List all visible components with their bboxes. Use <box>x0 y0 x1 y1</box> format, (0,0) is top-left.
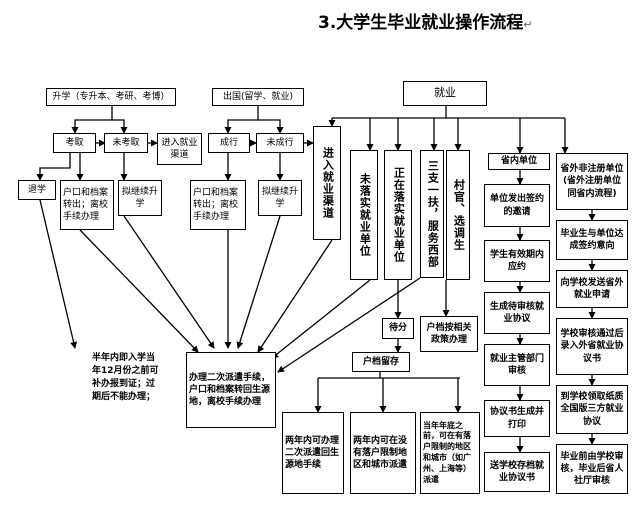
two-years-unrestricted-box: 两年内可在没有落户限制地区和城市派遣 <box>350 412 416 494</box>
continue-study-label-1: 拟继续升学 <box>121 186 158 209</box>
paragraph-mark: ↵ <box>523 18 533 31</box>
two-years-origin-label: 两年内可办理二次派遣回生源地手续 <box>285 435 340 471</box>
send-school-box: 送学校存档就业协议书 <box>484 452 550 492</box>
abroad-success-box: 成行 <box>208 133 250 153</box>
generate-agreement-label: 生成待审核就业协议 <box>489 301 544 324</box>
print-agreement-label: 协议书生成并打印 <box>489 407 544 430</box>
village-official-box: 村官、选调生 <box>446 150 470 280</box>
go-abroad-label: 出国(留学、就业) <box>222 91 294 102</box>
pending-label: 待分 <box>388 323 407 334</box>
final-review-box: 毕业前由学校审核，毕业后省人社厅审核 <box>556 444 628 494</box>
archive-hold-box: 户档留存 <box>352 352 410 372</box>
in-province-label: 省内单位 <box>500 156 537 167</box>
two-years-origin-box: 两年内可办理二次派遣回生源地手续 <box>282 412 344 494</box>
apply-out-province-box: 向学校发送省外就业申请 <box>556 270 628 308</box>
hukou-transfer-label-1: 户口和档案转出；离校手续办理 <box>63 187 109 223</box>
further-study-box: 升学（专升本、考研、考博） <box>46 88 176 106</box>
employer-agree-box: 毕业生与单位达成签约意向 <box>556 220 628 260</box>
employment-box: 就业 <box>403 81 487 106</box>
policy-handled-box: 户档按相关政策办理 <box>420 316 478 352</box>
unit-not-found-box: 未落实就业单位 <box>350 150 378 280</box>
secondary-dispatch-label: 办理二次派遣手续，户口和档案转回生源地，离校手续办理 <box>189 372 271 408</box>
secondary-dispatch-box: 办理二次派遣手续，户口和档案转回生源地，离校手续办理 <box>186 352 276 428</box>
further-study-label: 升学（专升本、考研、考博） <box>52 91 170 102</box>
page-title: 3.大学生毕业就业操作流程↵ <box>318 8 533 33</box>
respond-in-time-box: 学生有效期内应约 <box>484 240 550 282</box>
half-year-note: 半年内即入学当年12月份之前可补办报到证；过期后不能办理； <box>92 352 162 452</box>
two-years-unrestricted-label: 两年内可在没有落户限制地区和城市派遣 <box>353 435 408 471</box>
three-supports-box: 三支一扶，服务西部 <box>420 150 444 278</box>
final-review-label: 毕业前由学校审核，毕业后省人社厅审核 <box>560 451 624 487</box>
enter-channel-small-box: 进入就业渠道 <box>157 133 202 165</box>
go-abroad-box: 出国(留学、就业) <box>212 88 304 106</box>
pending-box: 待分 <box>382 318 414 339</box>
hukou-transfer-label-2: 户口和档案转出；离校手续办理 <box>193 187 239 223</box>
supervisor-review-box: 就业主管部门审核 <box>484 344 550 386</box>
school-review-box: 学校审核通过后录入外省就业协议书 <box>556 318 628 375</box>
not-admitted-label: 未考取 <box>112 137 140 148</box>
hukou-transfer-box-1: 户口和档案转出；离校手续办理 <box>60 180 114 230</box>
not-admitted-box: 未考取 <box>104 133 148 153</box>
before-year-end-label: 当年年底之前，可在有落户限制的地区和城市（如广州、上海等）派遣 <box>423 420 471 484</box>
village-official-label: 村官、选调生 <box>452 179 466 251</box>
hukou-transfer-box-2: 户口和档案转出；离校手续办理 <box>190 180 246 230</box>
unit-in-progress-box: 正在落实就业单位 <box>384 150 412 280</box>
continue-study-label-2: 拟继续升学 <box>261 186 298 209</box>
three-supports-label: 三支一扶，服务西部 <box>426 160 440 268</box>
abroad-fail-label: 未成行 <box>266 137 294 148</box>
unit-not-found-label: 未落实就业单位 <box>358 173 372 257</box>
unit-in-progress-label: 正在落实就业单位 <box>392 167 406 263</box>
abroad-success-label: 成行 <box>219 137 238 148</box>
school-review-label: 学校审核通过后录入外省就业协议书 <box>560 329 624 364</box>
respond-in-time-label: 学生有效期内应约 <box>489 249 544 272</box>
admitted-box: 考取 <box>53 133 96 153</box>
admitted-label: 考取 <box>65 137 84 148</box>
offer-letter-box: 单位发出签约的邀请 <box>484 184 550 227</box>
employer-agree-label: 毕业生与单位达成签约意向 <box>560 228 624 251</box>
continue-study-box-1: 拟继续升学 <box>118 180 162 216</box>
continue-study-box-2: 拟继续升学 <box>258 180 302 216</box>
print-agreement-box: 协议书生成并打印 <box>484 400 550 437</box>
before-year-end-box: 当年年底之前，可在有落户限制的地区和城市（如广州、上海等）派遣 <box>420 412 480 494</box>
supervisor-review-label: 就业主管部门审核 <box>489 353 544 376</box>
out-province-box: 省外非注册单位(省外注册单位同省内流程) <box>556 153 628 210</box>
apply-out-province-label: 向学校发送省外就业申请 <box>560 277 624 300</box>
paper-agreement-label: 到学校领取纸质全国版三方就业协议 <box>560 392 624 427</box>
drop-out-label: 退学 <box>27 184 46 195</box>
out-province-label: 省外非注册单位(省外注册单位同省内流程) <box>560 164 624 199</box>
employment-label: 就业 <box>434 86 456 100</box>
policy-handled-label: 户档按相关政策办理 <box>426 322 472 345</box>
title-text: 3.大学生毕业就业操作流程 <box>318 13 524 33</box>
archive-hold-label: 户档留存 <box>362 356 399 367</box>
send-school-label: 送学校存档就业协议书 <box>489 460 544 483</box>
enter-channel-big-box: 进入就业渠道 <box>313 126 341 240</box>
enter-channel-small-label: 进入就业渠道 <box>161 137 198 160</box>
drop-out-box: 退学 <box>18 180 56 200</box>
generate-agreement-box: 生成待审核就业协议 <box>484 292 550 334</box>
half-year-note-text: 半年内即入学当年12月份之前可补办报到证；过期后不能办理； <box>92 353 159 403</box>
offer-letter-label: 单位发出签约的邀请 <box>489 194 544 217</box>
enter-channel-big-label: 进入就业渠道 <box>321 147 335 219</box>
abroad-fail-box: 未成行 <box>256 133 304 153</box>
paper-agreement-box: 到学校领取纸质全国版三方就业协议 <box>556 385 628 434</box>
in-province-box: 省内单位 <box>488 153 550 170</box>
